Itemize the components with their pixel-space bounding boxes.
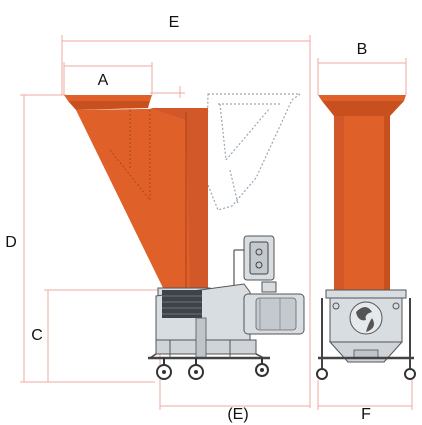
label-b: B xyxy=(357,41,368,58)
label-a: A xyxy=(98,72,109,89)
front-view xyxy=(316,95,416,380)
label-c: C xyxy=(31,327,43,344)
side-view-machine xyxy=(148,235,305,380)
label-e-top: E xyxy=(169,14,180,31)
label-f: F xyxy=(361,406,371,423)
label-e-bottom: (E) xyxy=(227,406,248,423)
dimension-lines xyxy=(20,35,413,410)
label-d: D xyxy=(5,234,17,251)
rotor-icon xyxy=(349,301,383,335)
tilted-hopper-ghost xyxy=(205,93,302,211)
side-view-hopper xyxy=(64,95,208,290)
caster-wheels xyxy=(156,358,269,380)
dimension-labels: E A B D C (E) F xyxy=(5,14,371,423)
